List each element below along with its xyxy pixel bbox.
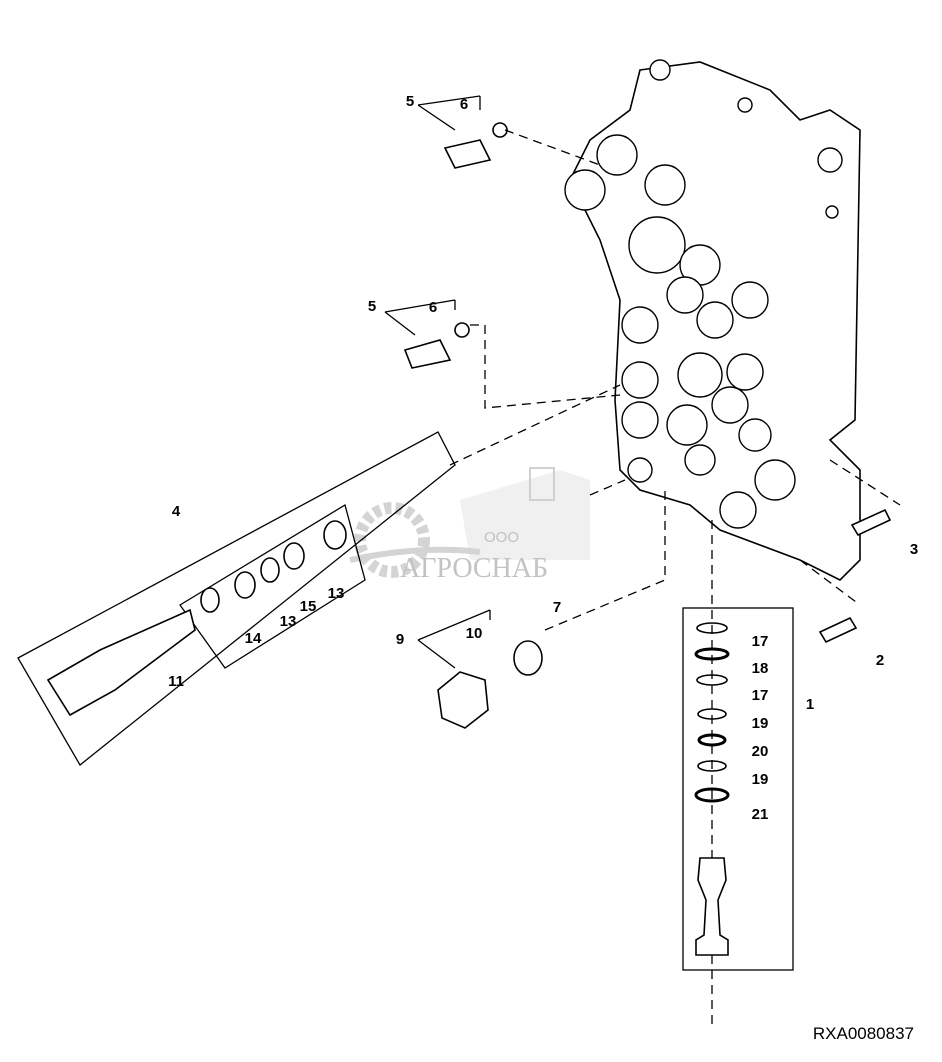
callout-label: 17 [752, 687, 769, 704]
callout-label: 1 [806, 696, 814, 713]
callout-label: 5 [406, 93, 414, 110]
callout-label: 6 [429, 299, 437, 316]
figure-id: RXA0080837 [812, 1024, 914, 1043]
callout-label: 21 [752, 806, 769, 823]
callout-label: 19 [752, 771, 769, 788]
callout-label: 15 [300, 598, 317, 615]
callout-label: 19 [752, 715, 769, 732]
callout-label: 5 [368, 298, 376, 315]
callout-label: 10 [466, 625, 483, 642]
callout-label: 20 [752, 743, 769, 760]
callout-label: 18 [752, 660, 769, 677]
callout-label: 6 [460, 96, 468, 113]
watermark-prefix: ООО [484, 529, 519, 546]
watermark-name: АГРОСНАБ [400, 553, 548, 584]
callout-label: 11 [168, 673, 184, 690]
callout-label: 4 [172, 503, 181, 520]
callout-label: 3 [910, 541, 918, 558]
valve-housing [564, 59, 861, 581]
callout-label: 13 [280, 613, 297, 630]
callout-label: 13 [328, 585, 345, 602]
callout-label: 9 [396, 631, 404, 648]
callout-label: 2 [876, 652, 884, 669]
watermark-logo: ООО АГРОСНАБ [349, 467, 590, 584]
callout-label: 17 [752, 633, 769, 650]
callout-label: 7 [553, 599, 561, 616]
callout-label: 14 [245, 630, 262, 647]
parts [46, 122, 892, 956]
